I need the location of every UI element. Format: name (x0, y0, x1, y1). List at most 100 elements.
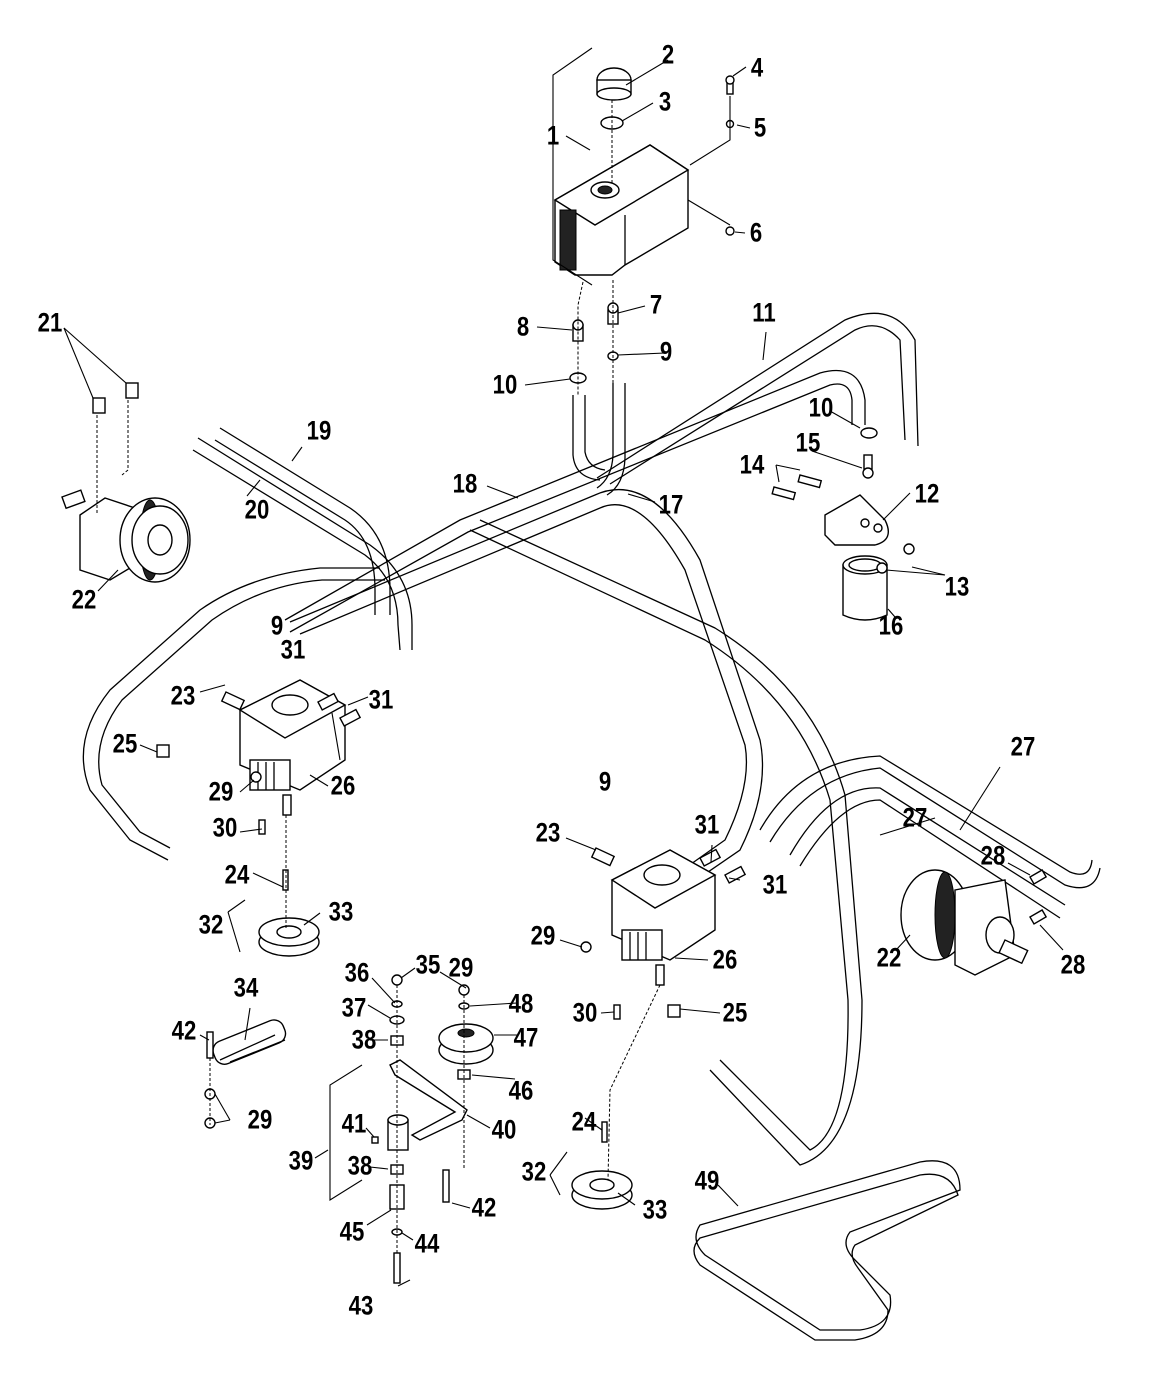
callout-31-left-bottom[interactable]: 31 (368, 684, 394, 715)
callout-25-left[interactable]: 25 (112, 728, 138, 759)
callout-39[interactable]: 39 (288, 1145, 314, 1176)
reservoir (553, 144, 690, 276)
callout-3[interactable]: 3 (658, 86, 672, 117)
callout-8[interactable]: 8 (516, 311, 530, 342)
callout-32-left[interactable]: 32 (198, 909, 224, 940)
callout-34[interactable]: 34 (233, 972, 259, 1003)
callout-46[interactable]: 46 (508, 1075, 534, 1106)
tubes-27 (759, 755, 1101, 919)
fitting-23-right (590, 847, 616, 867)
callout-9-top[interactable]: 9 (659, 336, 673, 367)
callout-2[interactable]: 2 (661, 39, 675, 70)
callout-40[interactable]: 40 (491, 1114, 517, 1145)
callout-38-bottom[interactable]: 38 (347, 1150, 373, 1181)
callout-47[interactable]: 47 (513, 1022, 539, 1053)
callout-26-left[interactable]: 26 (330, 770, 356, 801)
callout-13[interactable]: 13 (944, 571, 970, 602)
callout-44[interactable]: 44 (414, 1228, 440, 1259)
nut-axis (687, 199, 731, 226)
callout-10-right[interactable]: 10 (808, 392, 834, 423)
callout-23-left[interactable]: 23 (170, 680, 196, 711)
callout-15[interactable]: 15 (795, 427, 821, 458)
callout-28-bottom[interactable]: 28 (1060, 949, 1086, 980)
callout-42-left[interactable]: 42 (171, 1015, 197, 1046)
callout-14[interactable]: 14 (739, 449, 765, 480)
callout-20[interactable]: 20 (244, 494, 270, 525)
callout-10-left[interactable]: 10 (492, 369, 518, 400)
callout-32-right[interactable]: 32 (521, 1156, 547, 1187)
fitting-15 (862, 454, 874, 479)
callout-31-left-top[interactable]: 31 (280, 634, 306, 665)
callout-41[interactable]: 41 (341, 1108, 367, 1139)
callout-27-top[interactable]: 27 (1010, 731, 1036, 762)
callout-7[interactable]: 7 (649, 289, 663, 320)
callout-16[interactable]: 16 (878, 610, 904, 641)
callout-29-left-pump[interactable]: 29 (208, 776, 234, 807)
callout-45[interactable]: 45 (339, 1216, 365, 1247)
callout-18[interactable]: 18 (452, 468, 478, 499)
callout-37[interactable]: 37 (341, 992, 367, 1023)
elbows-21 (92, 382, 139, 414)
pump-left (238, 679, 347, 816)
fitting-31-d (724, 865, 747, 884)
callout-9-right[interactable]: 9 (598, 766, 612, 797)
fitting-8-axis (577, 281, 584, 395)
callout-6[interactable]: 6 (749, 217, 763, 248)
nut-29-right (580, 941, 592, 953)
nut-35 (391, 974, 403, 986)
callout-29-spring[interactable]: 29 (247, 1104, 273, 1135)
callout-9-left[interactable]: 9 (270, 610, 284, 641)
elbow-axis-b (121, 400, 129, 476)
nut-13-a (903, 543, 915, 555)
callout-30-left[interactable]: 30 (212, 812, 238, 843)
callout-19[interactable]: 19 (306, 415, 332, 446)
return-tube-u (572, 383, 626, 496)
callout-27-bottom[interactable]: 27 (902, 802, 928, 833)
bolt-42-right (442, 1169, 450, 1203)
callout-21[interactable]: 21 (37, 307, 63, 338)
callout-30-right[interactable]: 30 (572, 997, 598, 1028)
callout-1[interactable]: 1 (546, 120, 560, 151)
tube-18 (284, 369, 866, 633)
idler-pulley-47 (438, 1023, 494, 1065)
callout-29-idler[interactable]: 29 (448, 952, 474, 983)
callout-42-right[interactable]: 42 (471, 1192, 497, 1223)
callout-49[interactable]: 49 (694, 1165, 720, 1196)
callout-33-left[interactable]: 33 (328, 896, 354, 927)
belt-49 (693, 1160, 961, 1341)
callout-31-right-bottom[interactable]: 31 (762, 869, 788, 900)
callout-31-right-top[interactable]: 31 (694, 809, 720, 840)
cap (596, 67, 632, 101)
pivot-tube (387, 1114, 409, 1151)
callout-29-right-pump[interactable]: 29 (530, 920, 556, 951)
callout-43[interactable]: 43 (348, 1290, 374, 1321)
callout-12[interactable]: 12 (914, 478, 940, 509)
callout-48[interactable]: 48 (508, 988, 534, 1019)
callout-24-right[interactable]: 24 (571, 1106, 597, 1137)
idler-arm-40 (389, 1059, 468, 1141)
callout-22-left[interactable]: 22 (71, 584, 97, 615)
callout-26-right[interactable]: 26 (712, 944, 738, 975)
callout-25-right[interactable]: 25 (722, 997, 748, 1028)
bolt-43 (393, 1252, 401, 1284)
callout-33-right[interactable]: 33 (642, 1194, 668, 1225)
callout-38-top[interactable]: 38 (351, 1024, 377, 1055)
leader-lines (63, 59, 1064, 1287)
callout-35[interactable]: 35 (415, 949, 441, 980)
elbow-25-left (156, 744, 170, 758)
callout-5[interactable]: 5 (753, 112, 767, 143)
callout-11[interactable]: 11 (752, 297, 776, 328)
callout-22-right[interactable]: 22 (876, 942, 902, 973)
callout-17[interactable]: 17 (658, 489, 684, 520)
nut-6 (725, 226, 735, 236)
callout-24-left[interactable]: 24 (224, 859, 250, 890)
callout-23-right[interactable]: 23 (535, 817, 561, 848)
bolt-42-left (206, 1031, 214, 1059)
callout-4[interactable]: 4 (750, 52, 764, 83)
spring-34 (212, 1019, 287, 1065)
pulley-33-right (571, 1170, 633, 1210)
nut-29-left (250, 771, 262, 783)
callout-28-top[interactable]: 28 (980, 840, 1006, 871)
callout-36[interactable]: 36 (344, 957, 370, 988)
